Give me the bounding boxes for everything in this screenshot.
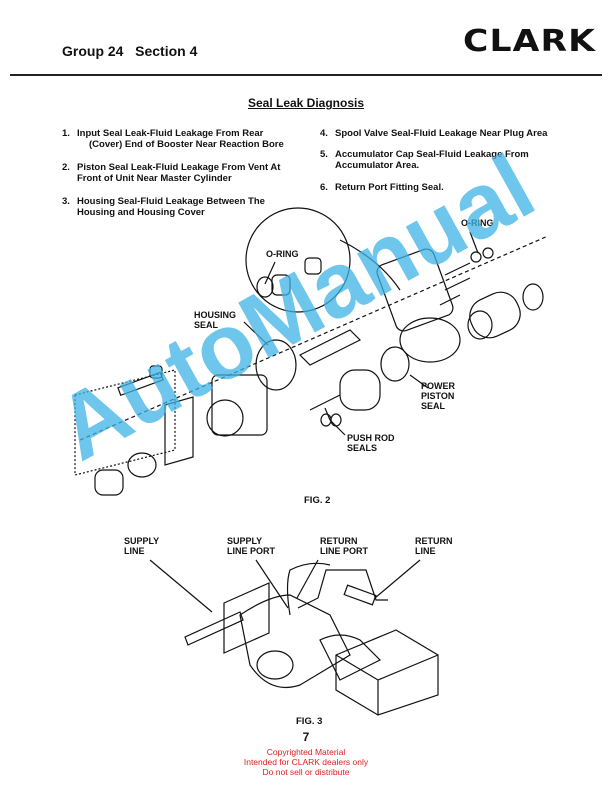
header-rule bbox=[10, 74, 602, 76]
list-item: 2.Piston Seal Leak-Fluid Leakage From Ve… bbox=[62, 162, 281, 184]
fig2-caption: FIG. 2 bbox=[304, 495, 331, 506]
fig3-drawing bbox=[149, 559, 439, 716]
fig2-drawing bbox=[74, 207, 549, 496]
copyright-line-3: Do not sell or distribute bbox=[262, 767, 350, 777]
copyright-line-1: Copyrighted Material bbox=[266, 747, 346, 757]
list-item: 6.Return Port Fitting Seal. bbox=[320, 182, 444, 193]
clark-logo: CLARK bbox=[463, 24, 597, 59]
items-right: 4.Spool Valve Seal-Fluid Leakage Near Pl… bbox=[320, 128, 580, 193]
label-o-ring-detail: O-RING bbox=[266, 249, 299, 259]
list-item: 3.Housing Seal-Fluid Leakage Between The… bbox=[62, 196, 265, 218]
fig3-caption: FIG. 3 bbox=[296, 716, 323, 727]
group-section-header: Group 24 Section 4 bbox=[62, 43, 198, 59]
list-item: 4.Spool Valve Seal-Fluid Leakage Near Pl… bbox=[320, 128, 548, 139]
list-item: 1.Input Seal Leak-Fluid Leakage From Rea… bbox=[62, 128, 284, 150]
list-item: 5.Accumulator Cap Seal-Fluid Leakage Fro… bbox=[320, 149, 529, 171]
page-title: Seal Leak Diagnosis bbox=[247, 96, 365, 110]
items-left: 1.Input Seal Leak-Fluid Leakage From Rea… bbox=[62, 128, 312, 218]
page-number: 7 bbox=[302, 730, 310, 744]
label-o-ring-top: O-RING bbox=[461, 218, 494, 228]
copyright-line-2: Intended for CLARK dealers only bbox=[243, 757, 369, 767]
